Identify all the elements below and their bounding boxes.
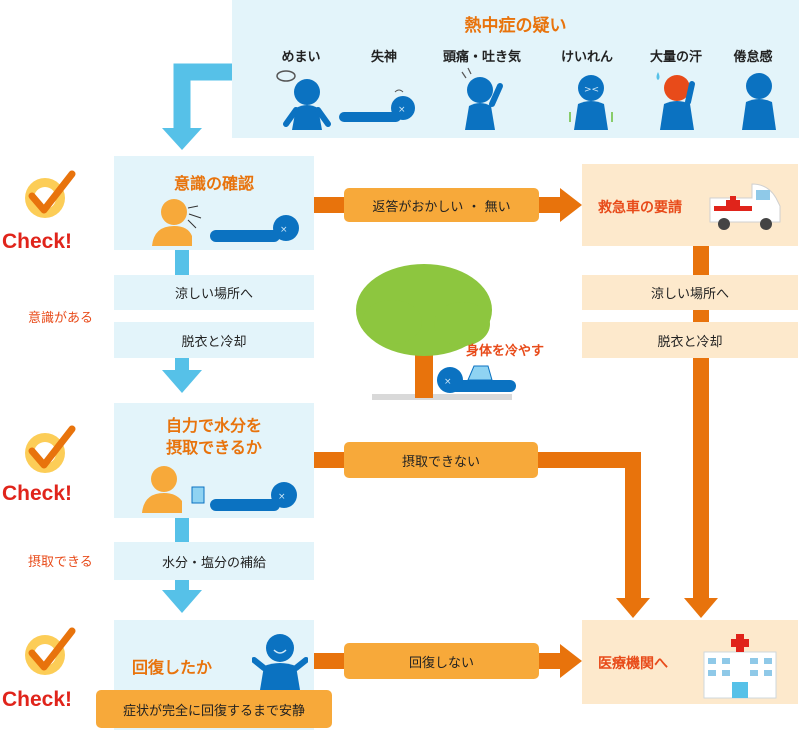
symptoms-panel: 熱中症の疑い めまい 失神 頭痛・吐き気 けいれん 大量の汗 倦怠感 × >< <box>232 0 799 138</box>
svg-text:><: >< <box>584 85 599 95</box>
symptom-label-fainting: 失神 <box>370 50 397 65</box>
connector <box>175 580 189 592</box>
tree-shade-illustration-icon: × <box>356 264 516 400</box>
symptom-label-dizziness: めまい <box>281 50 321 65</box>
recovered-happy-figure-icon <box>252 634 308 690</box>
check-mark-icon <box>25 170 76 218</box>
ambulance-box: 救急車の要請 <box>582 164 798 246</box>
check-mark-icon <box>25 627 76 675</box>
arrow-symptoms-to-step1 <box>173 63 232 130</box>
step2-action-hydrate: 水分・塩分の補給 <box>114 542 314 580</box>
ambulance-action-undress-cool: 脱衣と冷却 <box>582 322 798 358</box>
ambulance-title: 救急車の要請 <box>598 200 682 216</box>
symptom-label-cramps: けいれん <box>560 50 613 65</box>
symptom-label-sweating: 大量の汗 <box>649 50 702 65</box>
svg-text:×: × <box>398 105 406 115</box>
hospital-box: 医療機関へ <box>582 620 798 704</box>
tree-cool-body-label: 身体を冷やす <box>466 344 545 359</box>
svg-text:×: × <box>444 377 452 387</box>
connector <box>175 518 189 542</box>
sweating-figure-icon <box>656 72 695 130</box>
arrowhead <box>616 598 650 618</box>
dizziness-figure-icon <box>276 70 331 130</box>
consciousness-check-figure-icon: × <box>152 199 299 246</box>
cramps-figure-icon: >< <box>569 75 613 130</box>
connector <box>175 250 189 275</box>
step1-action-cool-place: 涼しい場所へ <box>114 275 314 310</box>
check-label: Check! <box>2 482 73 505</box>
drinking-water-figure-icon: × <box>142 466 297 513</box>
step2-title-line1: 自力で水分を <box>165 416 262 435</box>
symptoms-title: 熱中症の疑い <box>464 16 567 36</box>
symptom-label-fatigue: 倦怠感 <box>733 50 773 65</box>
headache-figure-icon <box>461 67 503 130</box>
arrowhead <box>162 590 202 613</box>
check-label: Check! <box>2 688 73 711</box>
symptom-label-headache-nausea: 頭痛・吐き気 <box>442 50 521 65</box>
check-label: Check! <box>2 230 73 253</box>
step2-title-line2: 摂取できるか <box>166 438 262 457</box>
step2-yes-label: 摂取できる <box>28 555 93 570</box>
arrowhead <box>162 370 202 393</box>
step1-title: 意識の確認 <box>173 174 254 193</box>
ambulance-icon <box>709 183 781 230</box>
arrowhead <box>684 598 718 618</box>
arrowhead <box>560 644 582 678</box>
svg-text:×: × <box>278 492 286 502</box>
step1-box: 意識の確認 × <box>114 156 314 250</box>
step3-rest-note: 症状が完全に回復するまで安静 <box>96 690 332 728</box>
arrowhead <box>560 188 582 222</box>
svg-text:×: × <box>280 225 288 235</box>
hospital-building-icon <box>703 634 777 699</box>
ambulance-action-cool-place: 涼しい場所へ <box>582 275 798 310</box>
step1-yes-label: 意識がある <box>28 311 94 326</box>
step1-action-undress-cool: 脱衣と冷却 <box>114 322 314 358</box>
step1-no-branch: 返答がおかしい ・ 無い <box>344 188 539 222</box>
step2-no-branch: 摂取できない <box>344 442 538 478</box>
connector <box>175 358 189 372</box>
hospital-title: 医療機関へ <box>598 656 668 672</box>
fainting-figure-icon: × <box>339 89 415 122</box>
check-mark-icon <box>25 425 76 473</box>
arrowhead <box>162 128 202 150</box>
step3-title: 回復したか <box>132 658 213 677</box>
step3-no-branch: 回復しない <box>344 643 539 679</box>
fatigue-figure-icon <box>742 73 776 130</box>
step2-box: 自力で水分を 摂取できるか × <box>114 403 314 518</box>
